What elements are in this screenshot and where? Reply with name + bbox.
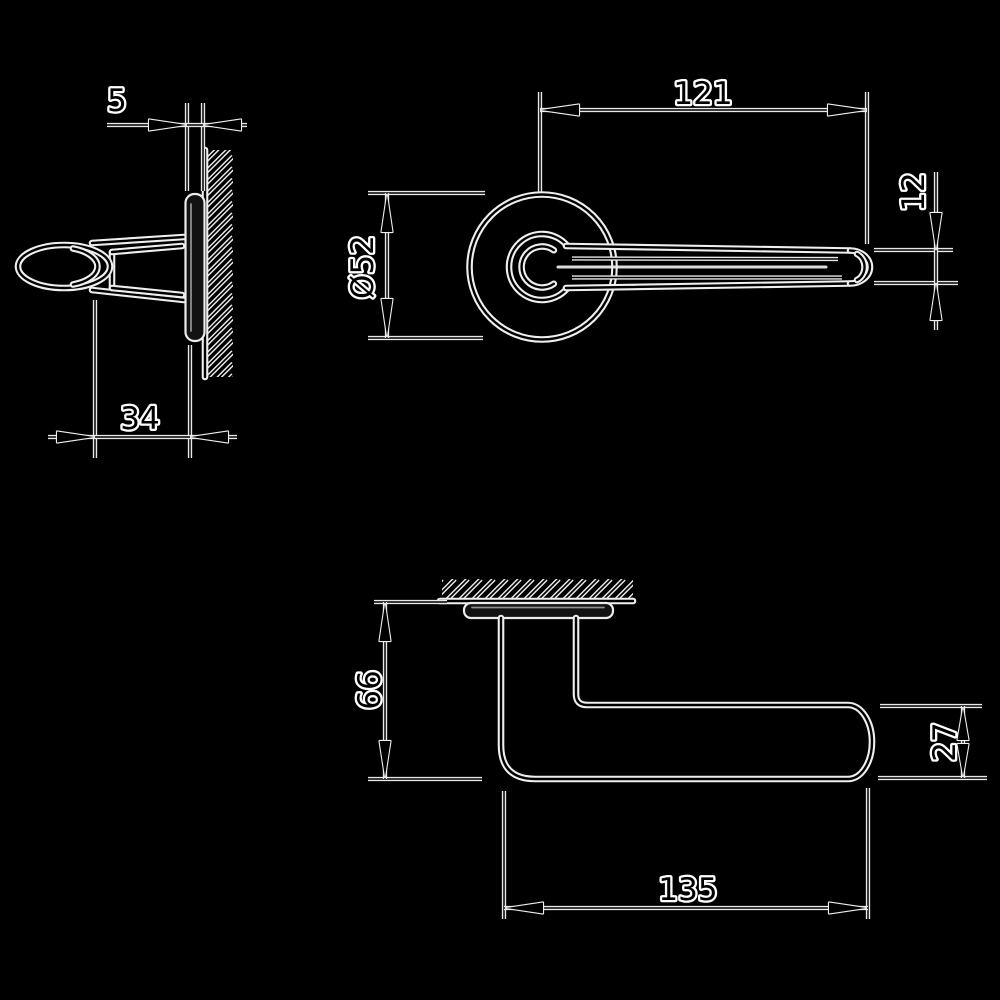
wall-hatching-profile [442,579,633,601]
dimension-text-121: 121 [673,76,732,112]
rose-plate-profile [462,601,615,620]
rose-plate-side [184,192,206,343]
neck-inner-top [110,244,184,254]
arrowhead [539,103,581,117]
lever-contour-line [571,257,839,260]
dimension-text-135: 135 [658,872,717,908]
profile-view: 66 27 135 [350,579,987,919]
handle-profile-outline [499,616,874,781]
arrowhead [956,706,970,742]
dimension-grip-depth: 27 [878,703,987,781]
neck-inner-arc [520,245,555,289]
arrowhead [929,282,943,322]
lever-end-cap-inner [855,252,866,282]
dimension-overall-length: 135 [501,788,871,919]
arrowhead [827,901,868,915]
neck-top-line [90,235,186,245]
lever-top-edge [564,244,852,252]
arrowhead [378,739,392,779]
arrowhead [189,430,230,444]
arrowhead [380,193,394,234]
dimension-text-12: 12 [896,172,932,211]
front-view: 121 Ø52 [343,74,958,343]
dimension-lever-end-height: 12 [874,170,958,330]
dimension-text-27: 27 [927,722,963,761]
arrowhead [380,297,394,338]
handle-front-silhouette [466,191,874,343]
dimension-rose-diameter: Ø52 [343,190,485,341]
side-view: 5 34 [14,81,247,458]
lever-bottom-edge [564,282,852,290]
arrowhead [956,742,970,778]
neck-inner-bottom [110,286,184,297]
neck-bottom-line [90,288,186,302]
wall-hatching-side [205,150,233,377]
arrowhead [378,602,392,643]
dimension-base-depth: 34 [48,300,237,458]
dimension-text-66: 66 [352,670,388,709]
lever-end-inner-arc [71,247,99,286]
dimension-text-52: Ø52 [345,235,381,299]
dimension-text-34: 34 [120,401,159,437]
lever-end-ellipse [16,243,112,290]
arrowhead [826,103,868,117]
dimension-overall-projection: 66 [350,599,482,782]
arrowhead [504,901,545,915]
handle-side-silhouette [14,233,188,304]
arrowhead [929,211,943,251]
dimension-text-5: 5 [107,83,127,119]
arrowhead [202,118,243,132]
arrowhead [55,430,96,444]
arrowhead [147,118,188,132]
neck-outer-arc [507,232,569,302]
dimension-rose-thickness: 5 [105,81,247,191]
dimension-lever-length: 121 [537,74,870,244]
